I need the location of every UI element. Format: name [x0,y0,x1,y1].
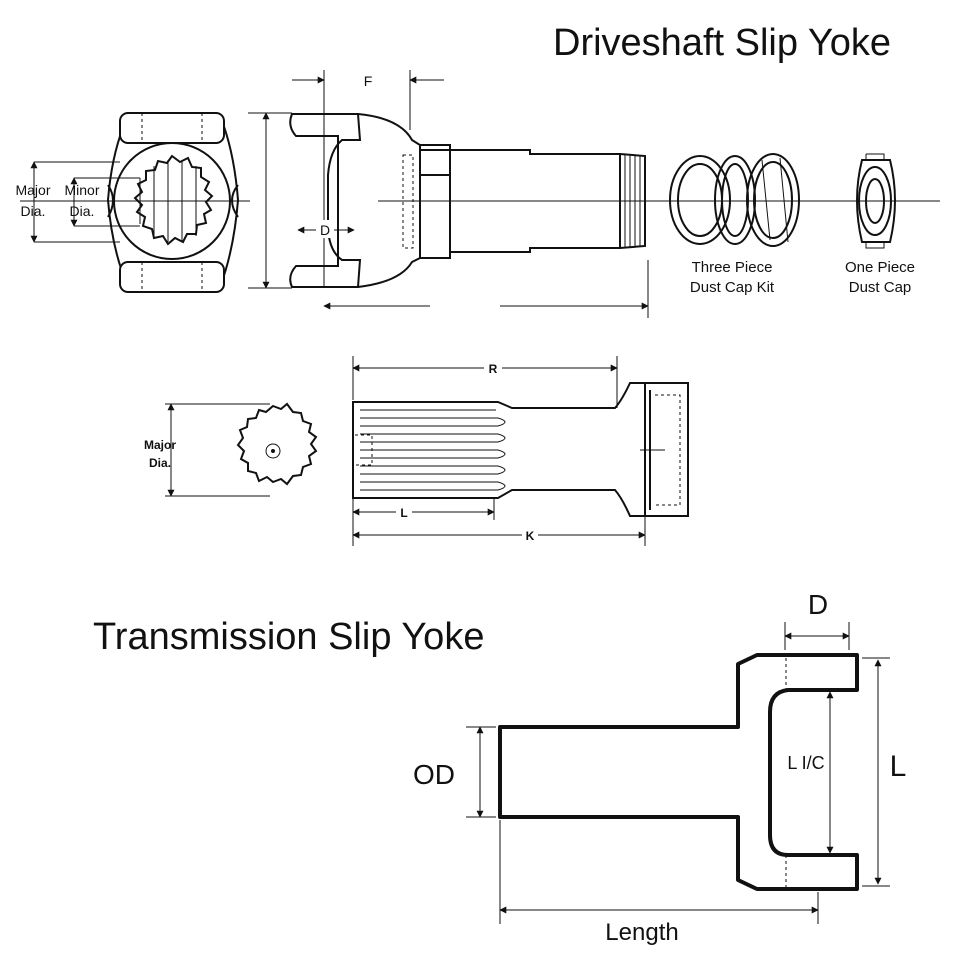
trans-dim-d-label: D [808,589,828,620]
trans-dim-l-label: L [890,750,907,783]
three-piece-dust-cap-kit: Three Piece Dust Cap Kit [669,153,800,296]
yoke-end-view: Major Dia. Minor Dia. [15,112,250,293]
trans-dim-lic-label: L I/C [787,753,824,773]
yoke-side-view: F D [248,70,650,318]
dim-k-label: K [526,529,535,543]
dim-d-label: D [320,222,330,238]
spline-major-sub: Dia. [149,456,171,470]
one-piece-dust-cap: One Piece Dust Cap [650,153,940,296]
dim-f-label: F [364,73,373,89]
end-view-minor-sub: Dia. [70,203,95,219]
spline-gear-end-view: Major Dia. [144,402,318,497]
one-piece-line1: One Piece [845,259,915,276]
one-piece-line2: Dust Cap [849,279,912,296]
title-transmission-slip-yoke: Transmission Slip Yoke [93,616,485,658]
spline-major-label: Major [144,438,176,452]
end-view-minor-label: Minor [64,182,99,198]
title-driveshaft-slip-yoke: Driveshaft Slip Yoke [553,22,891,64]
end-view-major-label: Major [15,182,50,198]
three-piece-line1: Three Piece [692,259,773,276]
trans-dim-length-label: Length [605,919,678,946]
dim-r-label: R [489,362,498,376]
transmission-slip-yoke: D OD L I/C L Length [413,589,906,946]
three-piece-line2: Dust Cap Kit [690,279,775,296]
dim-l-label: L [400,506,407,520]
end-view-major-sub: Dia. [21,203,46,219]
spline-shaft-side-view: R L K [352,356,689,546]
trans-dim-od-label: OD [413,759,455,790]
